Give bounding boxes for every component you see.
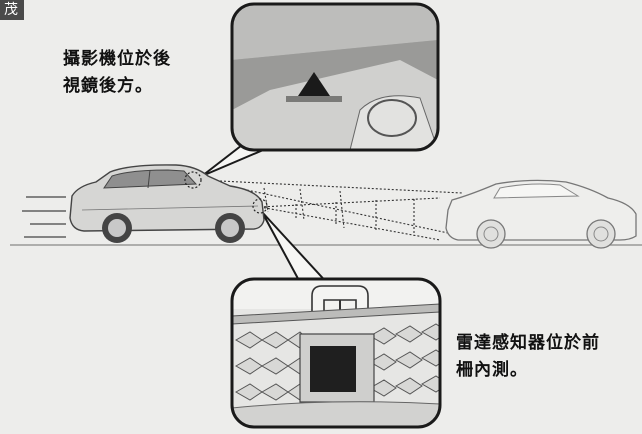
camera-location-caption: 攝影機位於後 視鏡後方。	[63, 46, 171, 100]
camera-icon	[298, 72, 330, 96]
radar-caption-line-1: 雷達感知器位於前	[456, 333, 600, 353]
section-tag: 茂	[0, 0, 24, 20]
camera-caption-line-1: 攝影機位於後	[63, 49, 171, 69]
vehicle-ahead	[445, 179, 637, 249]
camera-inset	[230, 2, 440, 152]
camera-caption-line-2: 視鏡後方。	[63, 76, 153, 96]
radar-location-caption: 雷達感知器位於前 柵內測。	[456, 330, 600, 384]
radar-caption-line-2: 柵內測。	[456, 360, 528, 380]
radar-detection-cone	[259, 197, 441, 241]
emblem-icon	[311, 285, 369, 313]
own-vehicle	[69, 164, 265, 243]
motion-lines	[22, 196, 66, 238]
radar-callout-pointer	[261, 211, 333, 287]
radar-sensor-icon	[310, 346, 356, 392]
camera-location-marker	[184, 171, 202, 189]
radar-inset	[230, 277, 442, 429]
radar-location-marker	[252, 198, 268, 214]
